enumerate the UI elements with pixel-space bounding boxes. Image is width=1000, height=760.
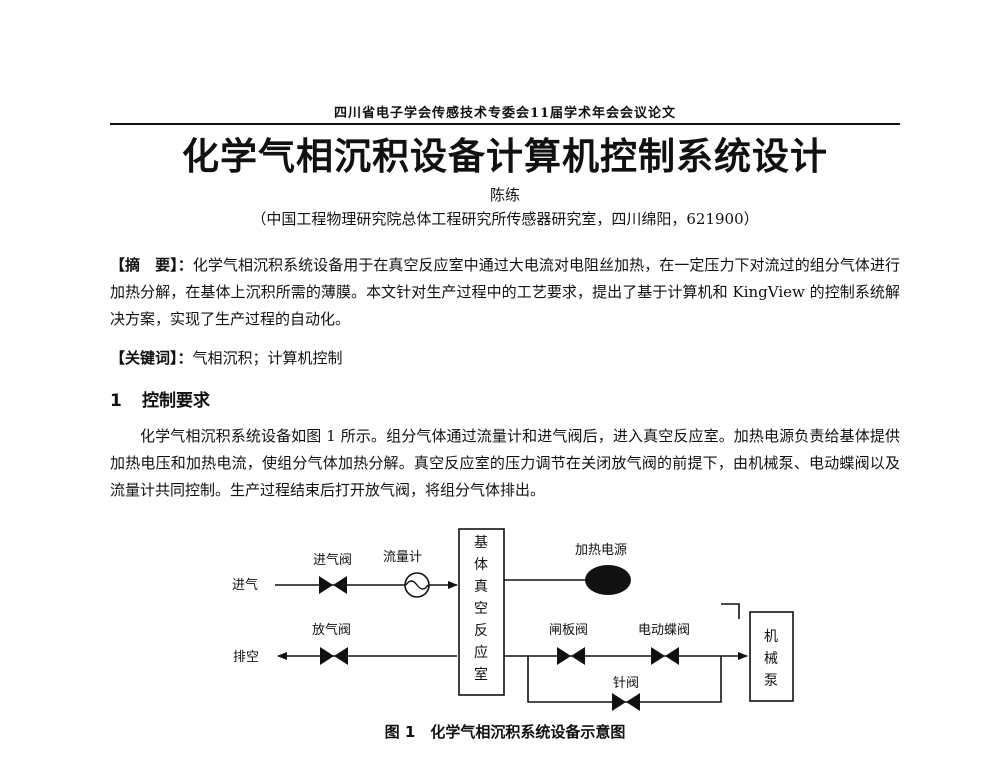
author: 陈练 [489, 186, 520, 204]
inlet-valve-icon [319, 576, 347, 594]
section-number: 1 [110, 391, 122, 411]
chamber-char: 体 [474, 557, 488, 573]
abstract: 【摘 要】：化学气相沉积系统设备用于在真空反应室中通过大电流对电阻丝加热，在一定… [110, 252, 900, 333]
gate-valve-label: 闸板阀 [549, 623, 588, 638]
pump-char: 机 [764, 629, 778, 645]
section-body: 化学气相沉积系统设备如图 1 所示。组分气体通过流量计和进气阀后，进入真空反应室… [110, 427, 900, 499]
vent-label: 排空 [233, 650, 259, 665]
figure-caption: 图 1 化学气相沉积系统设备示意图 [384, 723, 626, 741]
system-diagram: 进气 进气阀 流量计 加热电源 排空 放气阀 闸板阀 电动蝶阀 针阀 基 体 真… [232, 528, 794, 711]
chamber-char: 基 [474, 534, 488, 551]
pump-box [749, 611, 794, 702]
chamber-char: 应 [474, 644, 488, 661]
chamber-char: 反 [474, 623, 488, 639]
chamber-char: 真 [474, 579, 488, 595]
chamber-char: 空 [474, 601, 488, 617]
chamber-box [458, 528, 505, 696]
pump-char: 泵 [764, 673, 778, 689]
inlet-label: 进气 [232, 577, 258, 593]
inlet-valve-label: 进气阀 [313, 552, 352, 568]
gate-valve-icon [557, 647, 585, 665]
paper-title: 化学气相沉积设备计算机控制系统设计 [182, 135, 828, 178]
pump-char: 械 [764, 651, 778, 667]
heater-label: 加热电源 [575, 543, 627, 558]
section-title: 控制要求 [142, 391, 210, 411]
butterfly-valve-label: 电动蝶阀 [638, 623, 690, 638]
pump-link [721, 603, 740, 619]
vent-valve-label: 放气阀 [312, 622, 351, 638]
section-heading: 1 控制要求 [110, 386, 210, 411]
needle-valve-label: 针阀 [613, 676, 639, 691]
keywords-text: 气相沉积；计算机控制 [192, 349, 343, 367]
chamber-char: 室 [474, 666, 488, 683]
heater-icon [585, 565, 631, 595]
keywords: 【关键词】：气相沉积；计算机控制 [110, 345, 900, 372]
flowmeter-label: 流量计 [383, 550, 422, 565]
conference-header: 四川省电子学会传感技术专委会11届学术年会会议论文 [333, 106, 677, 121]
abstract-text: 化学气相沉积系统设备用于在真空反应室中通过大电流对电阻丝加热，在一定压力下对流过… [110, 256, 900, 328]
abstract-label: 【摘 要】： [110, 256, 193, 274]
vent-valve-icon [320, 647, 348, 665]
affiliation: （中国工程物理研究院总体工程研究所传感器研究室，四川绵阳，621900） [251, 210, 759, 228]
butterfly-valve-icon [651, 647, 679, 665]
keywords-label: 【关键词】： [110, 349, 193, 367]
flowmeter-icon [404, 572, 430, 598]
header-rule [110, 123, 900, 125]
needle-valve-icon [612, 693, 640, 711]
